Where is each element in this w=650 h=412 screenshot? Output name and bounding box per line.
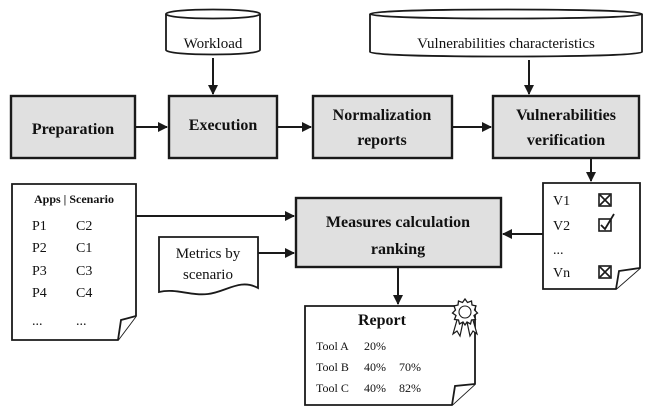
workload-label: Workload — [184, 36, 243, 52]
apps-row-1-scenario: C2 — [76, 219, 92, 234]
verification-label-line1: Vulnerabilities — [516, 107, 616, 124]
measures-label-line2: ranking — [371, 241, 425, 258]
measures-step: Measures calculation ranking — [294, 196, 503, 269]
report-title: Report — [358, 312, 407, 329]
report-document: Report Tool A 20% Tool B 40% 70% Tool C … — [304, 297, 479, 406]
apps-row-1-app: P1 — [32, 219, 47, 234]
normalization-label-line2: reports — [357, 132, 406, 149]
execution-label: Execution — [189, 117, 258, 134]
vulnerability-checklist-document: V1 V2 ... Vn — [542, 182, 641, 290]
apps-row-2-app: P2 — [32, 241, 47, 256]
apps-row-3-scenario: C3 — [76, 264, 92, 279]
verification-step: Vulnerabilities verification — [491, 94, 641, 160]
apps-row-4-scenario: C4 — [76, 286, 92, 301]
checklist-item-4-label: Vn — [553, 266, 570, 281]
normalization-step: Normalization reports — [311, 94, 454, 160]
metrics-label-line1: Metrics by — [176, 246, 241, 262]
metrics-document: Metrics by scenario — [158, 236, 259, 296]
check-box-icon — [598, 213, 615, 232]
preparation-label: Preparation — [32, 121, 114, 138]
report-row-2-tool: Tool B — [316, 360, 349, 374]
award-ribbon-icon — [451, 297, 479, 338]
report-row-2-value-2: 70% — [399, 360, 421, 374]
report-row-3-value-2: 82% — [399, 381, 421, 395]
checklist-item-1-label: V1 — [553, 194, 570, 209]
x-box-icon — [598, 193, 612, 207]
verification-label-line2: verification — [527, 132, 605, 149]
report-row-1-value-1: 20% — [364, 339, 386, 353]
report-row-3-tool: Tool C — [316, 381, 349, 395]
normalization-label-line1: Normalization — [333, 107, 432, 124]
checklist-item-3-label: ... — [553, 243, 564, 258]
workload-input: Workload — [165, 8, 261, 56]
x-box-icon — [598, 265, 612, 279]
report-row-1-tool: Tool A — [316, 339, 349, 353]
apps-row-4-app: P4 — [32, 286, 47, 301]
checklist-item-2-label: V2 — [553, 219, 570, 234]
metrics-label-line2: scenario — [183, 267, 233, 283]
vulnerabilities-characteristics-input: Vulnerabilities characteristics — [369, 8, 643, 58]
apps-scenario-document: Apps | Scenario P1 C2 P2 C1 P3 C3 P4 C4 … — [11, 183, 137, 341]
report-row-2-value-1: 40% — [364, 360, 386, 374]
apps-row-5-scenario: ... — [76, 314, 87, 329]
flow-connectors — [135, 58, 596, 305]
apps-scenario-header: Apps | Scenario — [34, 192, 114, 206]
preparation-step: Preparation — [9, 94, 137, 160]
measures-label-line1: Measures calculation — [326, 214, 470, 231]
report-row-3-value-1: 40% — [364, 381, 386, 395]
apps-row-3-app: P3 — [32, 264, 47, 279]
apps-row-2-scenario: C1 — [76, 241, 92, 256]
apps-row-5-app: ... — [32, 314, 43, 329]
vulnerabilities-characteristics-label: Vulnerabilities characteristics — [417, 36, 595, 52]
execution-step: Execution — [167, 94, 279, 160]
